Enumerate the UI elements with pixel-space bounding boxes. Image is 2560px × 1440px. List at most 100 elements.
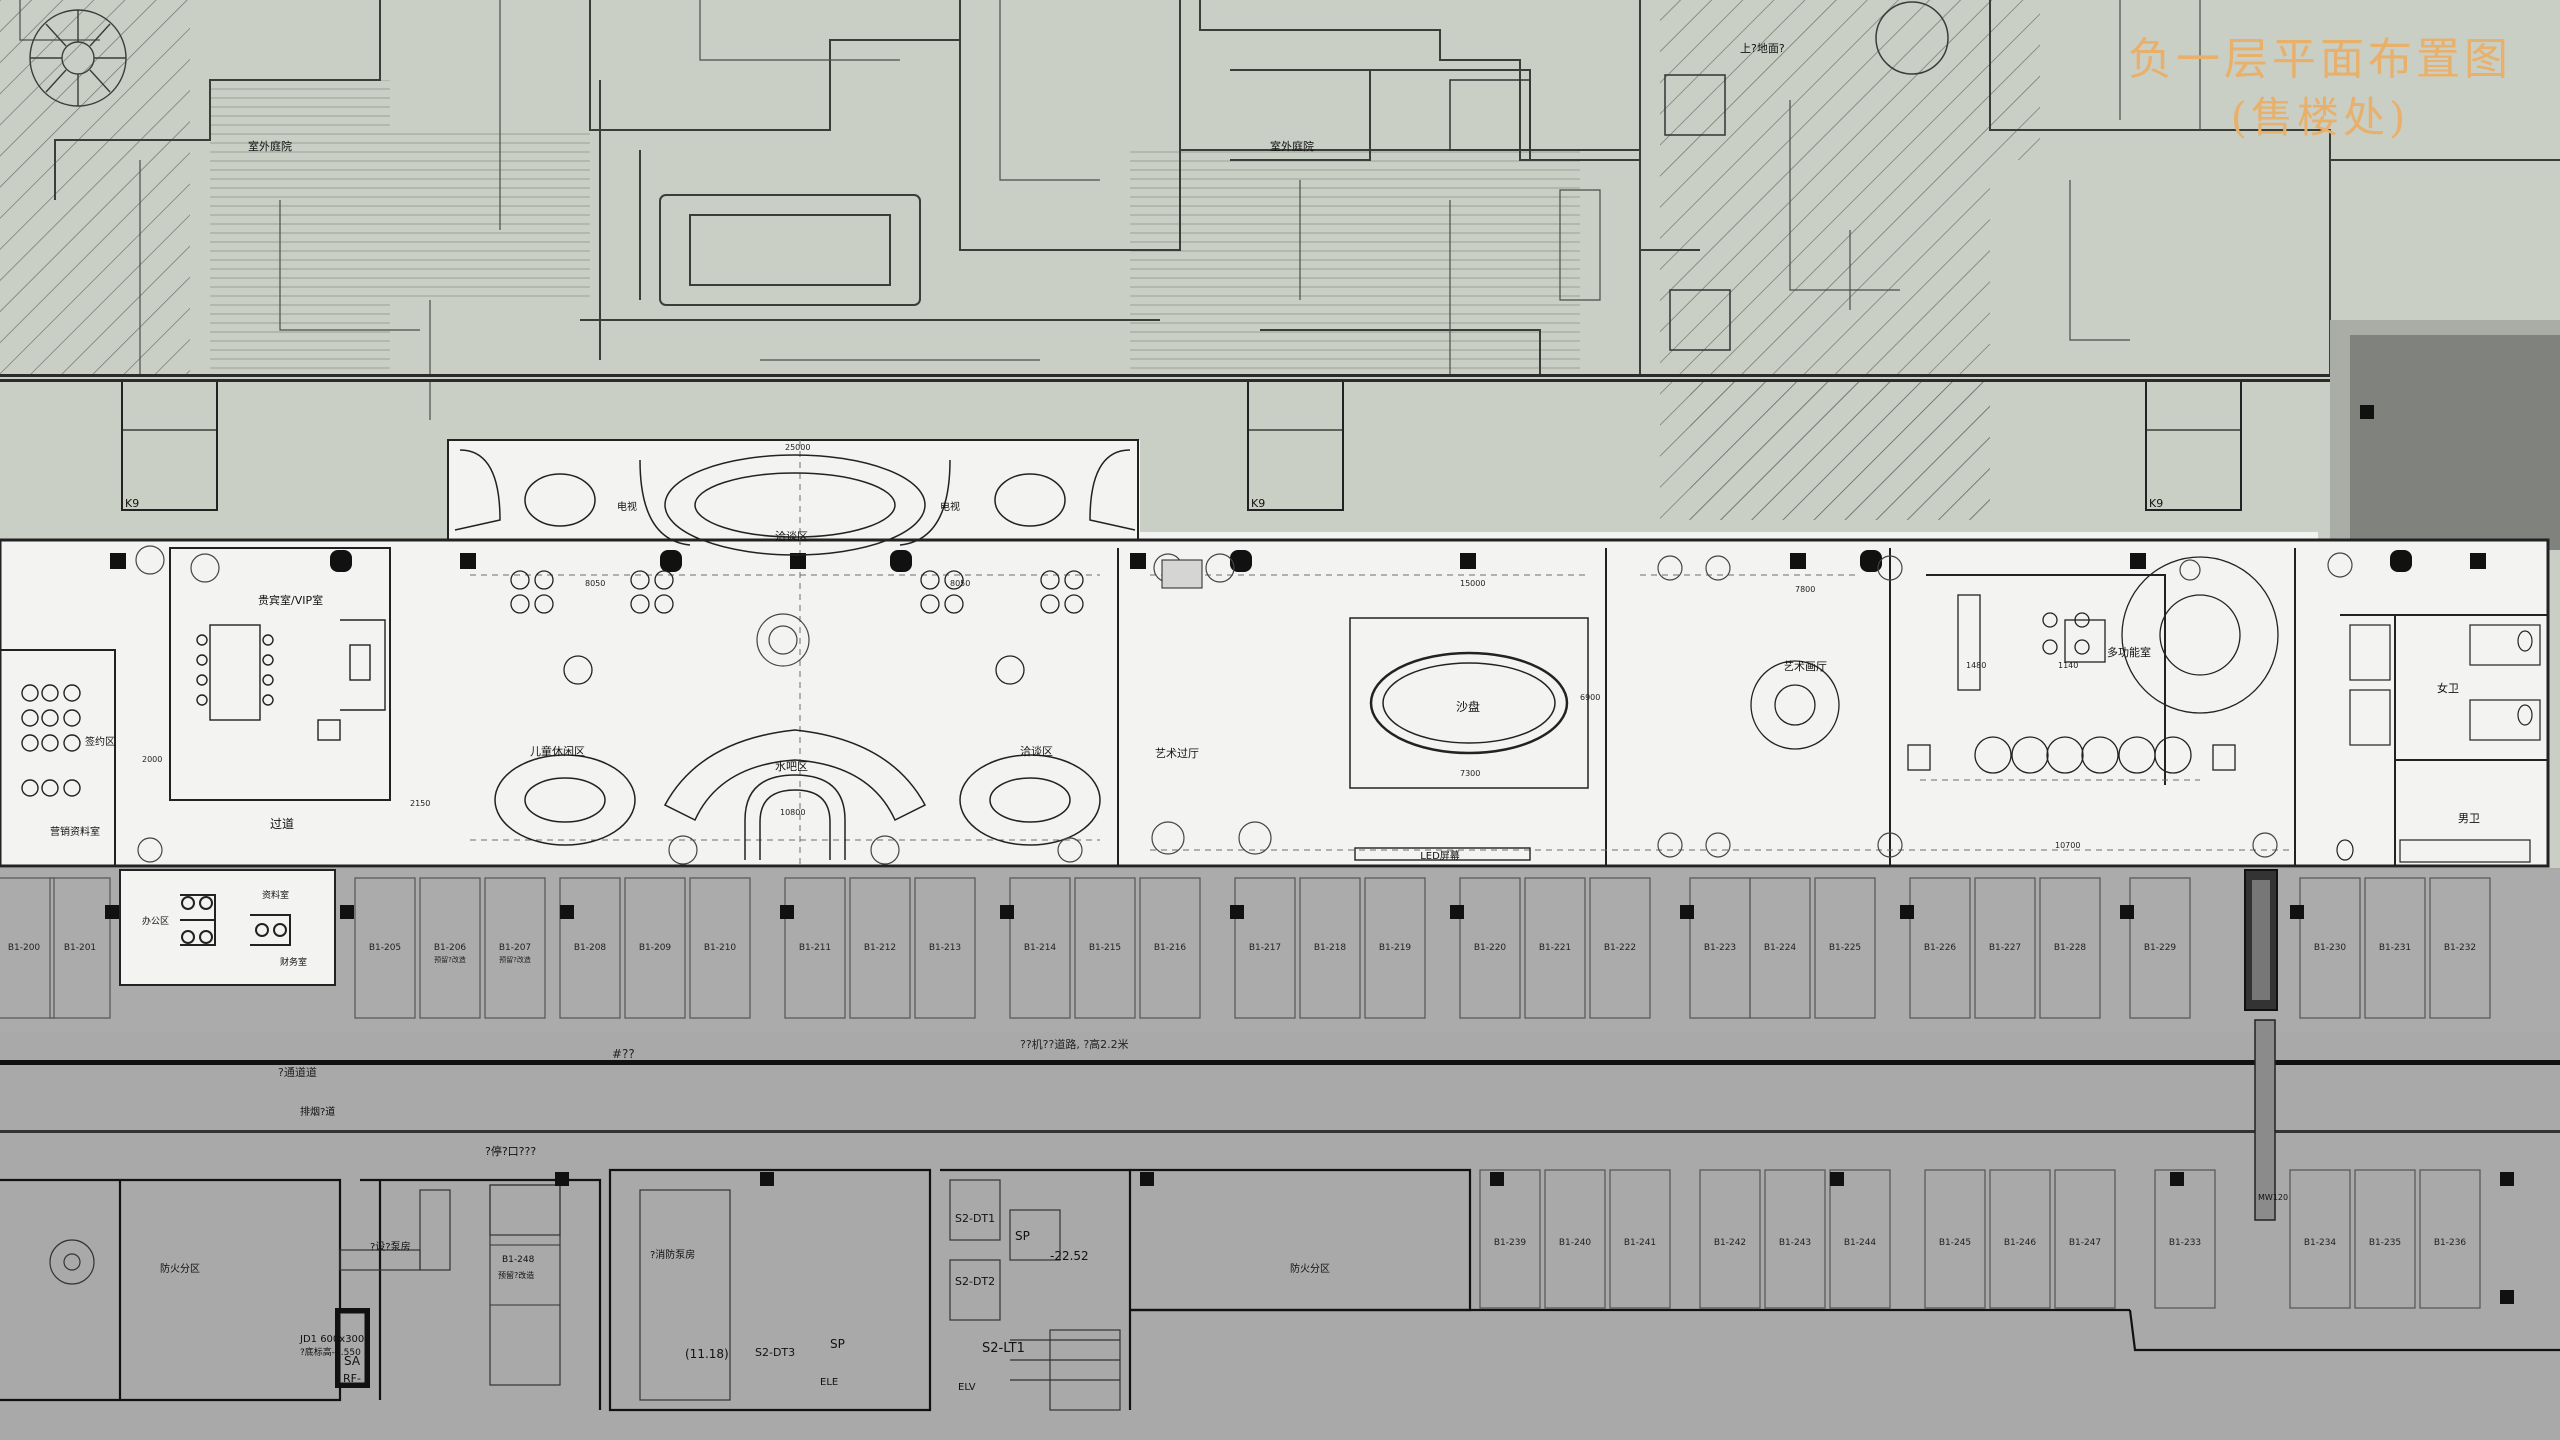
dimension-label: 15000 <box>1460 579 1485 588</box>
parking-stall <box>1479 1169 1541 1309</box>
parking-stall <box>624 877 686 1019</box>
stall-number: B1-242 <box>1714 1238 1746 1248</box>
stall-number: B1-201 <box>64 943 96 953</box>
shaft-block <box>2350 335 2560 550</box>
dimension-label: 10700 <box>2055 841 2080 850</box>
k9-label: K9 <box>2149 497 2163 510</box>
stall-number: B1-244 <box>1844 1238 1877 1248</box>
parking-stall <box>1524 877 1586 1019</box>
room-label: 排烟?道 <box>300 1105 335 1118</box>
stall-number: B1-207 <box>499 943 531 953</box>
deck-planks <box>1130 150 1580 380</box>
parking-stall <box>1589 877 1651 1019</box>
dimension-label: 10800 <box>780 808 805 817</box>
stall-number: B1-247 <box>2069 1238 2101 1248</box>
stair-label: S2-DT2 <box>955 1275 995 1288</box>
room-label: 防火分区 <box>1290 1262 1330 1275</box>
outdoor-label: 室外庭院 <box>1270 139 1314 153</box>
zone-label-female-wc: 女卫 <box>2437 681 2459 695</box>
zone-label-sales-data: 营销资料室 <box>50 825 100 838</box>
zone-label-male-wc: 男卫 <box>2458 812 2480 825</box>
parking-stall <box>484 877 546 1019</box>
room-label: ?停?口??? <box>485 1144 536 1158</box>
panel-label: RF- <box>343 1372 361 1385</box>
parking-stall <box>2419 1169 2481 1309</box>
water-bar-counter <box>663 729 927 822</box>
toilet-fixtures <box>2336 624 2541 863</box>
stall-number: B1-208 <box>574 943 607 953</box>
corridor-label: #?? <box>612 1047 635 1061</box>
parking-stall <box>1699 1169 1761 1309</box>
stall-number: B1-216 <box>1154 943 1187 953</box>
parking-stall <box>1459 877 1521 1019</box>
stall-number: B1-212 <box>864 943 896 953</box>
zone-label-office: 办公区 <box>142 915 169 927</box>
zone-label-passage: 过道 <box>270 817 294 831</box>
stall-number: B1-230 <box>2314 943 2347 953</box>
parking-stall <box>2354 1169 2416 1309</box>
parking-stall <box>1749 877 1811 1019</box>
stall-number: B1-225 <box>1829 943 1861 953</box>
multi-room-furniture <box>1907 556 2279 774</box>
parking-stall <box>2129 877 2191 1019</box>
parking-stall <box>849 877 911 1019</box>
sales-floor: 贵宾室/VIP室 过道 签约区 营销资料室 洽谈区 电视 电视 <box>0 439 2550 868</box>
zone-label-children: 儿童休闲区 <box>530 744 585 758</box>
k9-label: K9 <box>1251 497 1265 510</box>
stall-number: B1-229 <box>2144 943 2177 953</box>
stall-248: B1-248 <box>502 1255 535 1265</box>
level-mark: (11.18) <box>685 1347 729 1361</box>
led-screen <box>1354 847 1531 861</box>
stall-number: B1-210 <box>704 943 737 953</box>
drawing-title-main: 负一层平面布置图 <box>2128 34 2512 85</box>
parking-stall <box>49 877 111 1019</box>
stall-number: B1-246 <box>2004 1238 2037 1248</box>
stall-248-note: 预留?改造 <box>498 1270 534 1280</box>
stall-number: B1-234 <box>2304 1238 2337 1248</box>
stall-number: B1-220 <box>1474 943 1507 953</box>
dimension-label: 8050 <box>585 579 605 588</box>
stall-number: B1-240 <box>1559 1238 1592 1248</box>
parking-stall <box>914 877 976 1019</box>
stall-number: B1-222 <box>1604 943 1636 953</box>
stall-number: B1-228 <box>2054 943 2087 953</box>
room-label: ?消防泵房 <box>650 1248 695 1261</box>
room-label: 防火分区 <box>160 1262 200 1275</box>
dimension-label: 7300 <box>1460 769 1480 778</box>
office-room <box>119 869 336 986</box>
stall-number: B1-224 <box>1764 943 1797 953</box>
outdoor-label: 室外庭院 <box>248 139 292 153</box>
elevator-label: ELV <box>958 1382 976 1393</box>
signing-desks-icon <box>21 684 81 797</box>
parking-stall <box>2429 877 2491 1019</box>
stall-number: B1-217 <box>1249 943 1281 953</box>
parking-stall <box>2154 1169 2216 1309</box>
stall-number: B1-219 <box>1379 943 1412 953</box>
k9-label: K9 <box>125 497 139 510</box>
parking-stall <box>1829 1169 1891 1309</box>
parking-stall <box>1139 877 1201 1019</box>
elevator-label: ELE <box>820 1377 838 1388</box>
stall-number: B1-214 <box>1024 943 1057 953</box>
stall-number: B1-223 <box>1704 943 1736 953</box>
zone-label-art-hall: 艺术画厅 <box>1783 660 1827 673</box>
zone-label-finance: 财务室 <box>280 956 307 968</box>
zone-label-multi-room: 多功能室 <box>2107 645 2151 659</box>
parking-stall <box>2289 1169 2351 1309</box>
parking-stall <box>419 877 481 1019</box>
zone-label-vip: 贵宾室/VIP室 <box>258 593 323 607</box>
parking-stall <box>1009 877 1071 1019</box>
zone-label-data-room: 资料室 <box>262 889 289 901</box>
stall-number: B1-233 <box>2169 1238 2201 1248</box>
zone-label-negotiation-right: 洽谈区 <box>1020 745 1053 758</box>
parking-stall <box>0 877 55 1019</box>
stair-label: S2-DT3 <box>755 1346 795 1359</box>
cb-label: MW120 <box>2258 1193 2288 1202</box>
parking-stall <box>1909 877 1971 1019</box>
dimension-label: 25000 <box>785 443 810 452</box>
site-area: K9 K9 K9 室外庭院 室外庭院 上?地面? <box>0 0 2560 550</box>
